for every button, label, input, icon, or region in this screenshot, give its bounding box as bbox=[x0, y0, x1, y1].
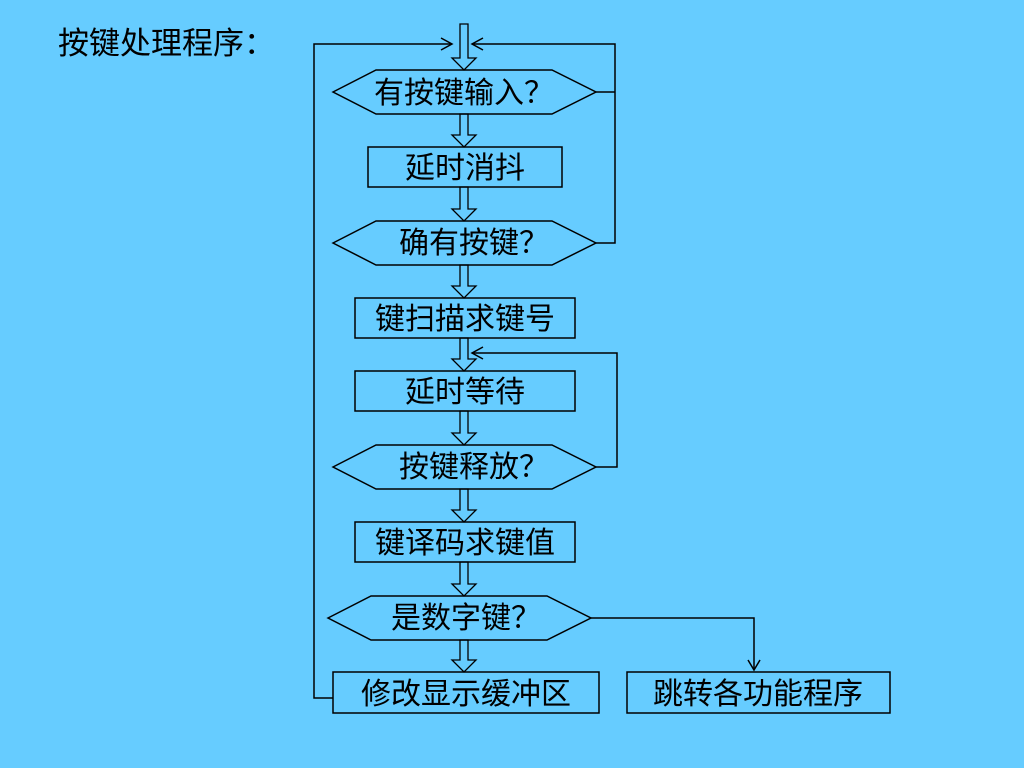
loop-line-outer bbox=[313, 43, 452, 699]
process-wait-label: 延时等待 bbox=[405, 375, 525, 410]
flow-arrow-3 bbox=[450, 186, 478, 222]
process-jump-function: 跳转各功能程序 bbox=[626, 671, 891, 714]
process-scan-key-label: 键扫描求键号 bbox=[375, 302, 555, 337]
flow-arrow-7 bbox=[450, 488, 478, 523]
process-update-buffer-label: 修改显示缓冲区 bbox=[361, 677, 571, 712]
decision-key-released: 按键释放？ bbox=[331, 444, 598, 490]
arrowhead-release-loop bbox=[470, 346, 484, 360]
loop-line-release bbox=[472, 352, 618, 468]
flow-arrow-4 bbox=[450, 264, 478, 299]
process-wait: 延时等待 bbox=[354, 370, 576, 412]
loop-line-confirm bbox=[472, 43, 616, 244]
decision-is-digit: 是数字键？ bbox=[326, 595, 593, 641]
decision-key-confirmed: 确有按键？ bbox=[331, 220, 598, 266]
arrowhead-confirm-loop bbox=[470, 37, 484, 51]
process-debounce: 延时消抖 bbox=[367, 146, 563, 188]
decision-is-digit-label: 是数字键？ bbox=[391, 601, 541, 636]
arrowhead-outer-loop bbox=[440, 37, 454, 51]
flow-arrow-8 bbox=[450, 561, 478, 597]
flow-arrow-9 bbox=[450, 639, 478, 673]
decision-key-input-label: 有按键输入？ bbox=[374, 76, 554, 111]
decision-key-confirmed-label: 确有按键？ bbox=[399, 226, 549, 261]
decision-key-released-label: 按键释放？ bbox=[399, 450, 549, 485]
process-update-buffer: 修改显示缓冲区 bbox=[332, 671, 600, 714]
process-scan-key: 键扫描求键号 bbox=[354, 297, 576, 339]
branch-line-jump bbox=[591, 617, 755, 670]
process-debounce-label: 延时消抖 bbox=[405, 151, 525, 186]
process-decode-key: 键译码求键值 bbox=[354, 521, 576, 563]
decision-key-input: 有按键输入？ bbox=[331, 69, 598, 115]
flow-arrow-6 bbox=[450, 410, 478, 446]
process-decode-key-label: 键译码求键值 bbox=[375, 526, 555, 561]
flow-arrows bbox=[450, 23, 478, 673]
flow-arrow-1 bbox=[450, 23, 478, 71]
process-jump-function-label: 跳转各功能程序 bbox=[653, 677, 863, 712]
flow-arrow-5 bbox=[450, 337, 478, 372]
flow-arrow-2 bbox=[450, 113, 478, 148]
arrowhead-jump bbox=[747, 659, 761, 672]
page-title: 按键处理程序： bbox=[58, 26, 275, 62]
